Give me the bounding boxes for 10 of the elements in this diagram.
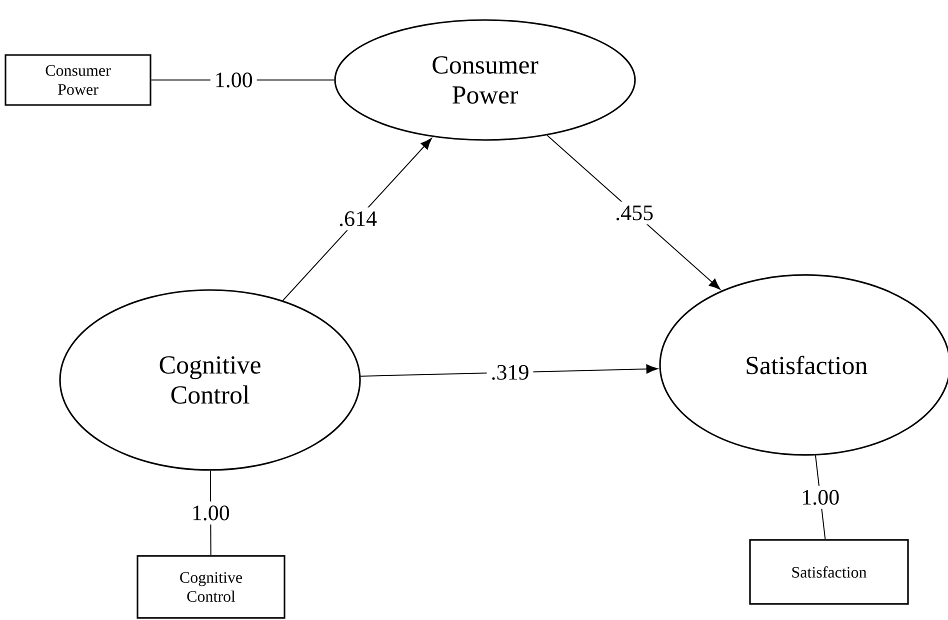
edge-label: 1.00 <box>210 68 257 92</box>
measurement-box: Satisfaction <box>749 539 909 605</box>
measurement-box: Consumer Power <box>4 54 152 106</box>
edge-label: .319 <box>486 360 534 384</box>
edge-label: .455 <box>611 202 658 224</box>
edge-label: .614 <box>334 207 382 230</box>
edge-label: 1.00 <box>797 486 844 509</box>
measurement-box: Cognitive Control <box>136 555 286 619</box>
path-arrow <box>282 138 432 301</box>
edge-label: 1.00 <box>187 502 234 524</box>
